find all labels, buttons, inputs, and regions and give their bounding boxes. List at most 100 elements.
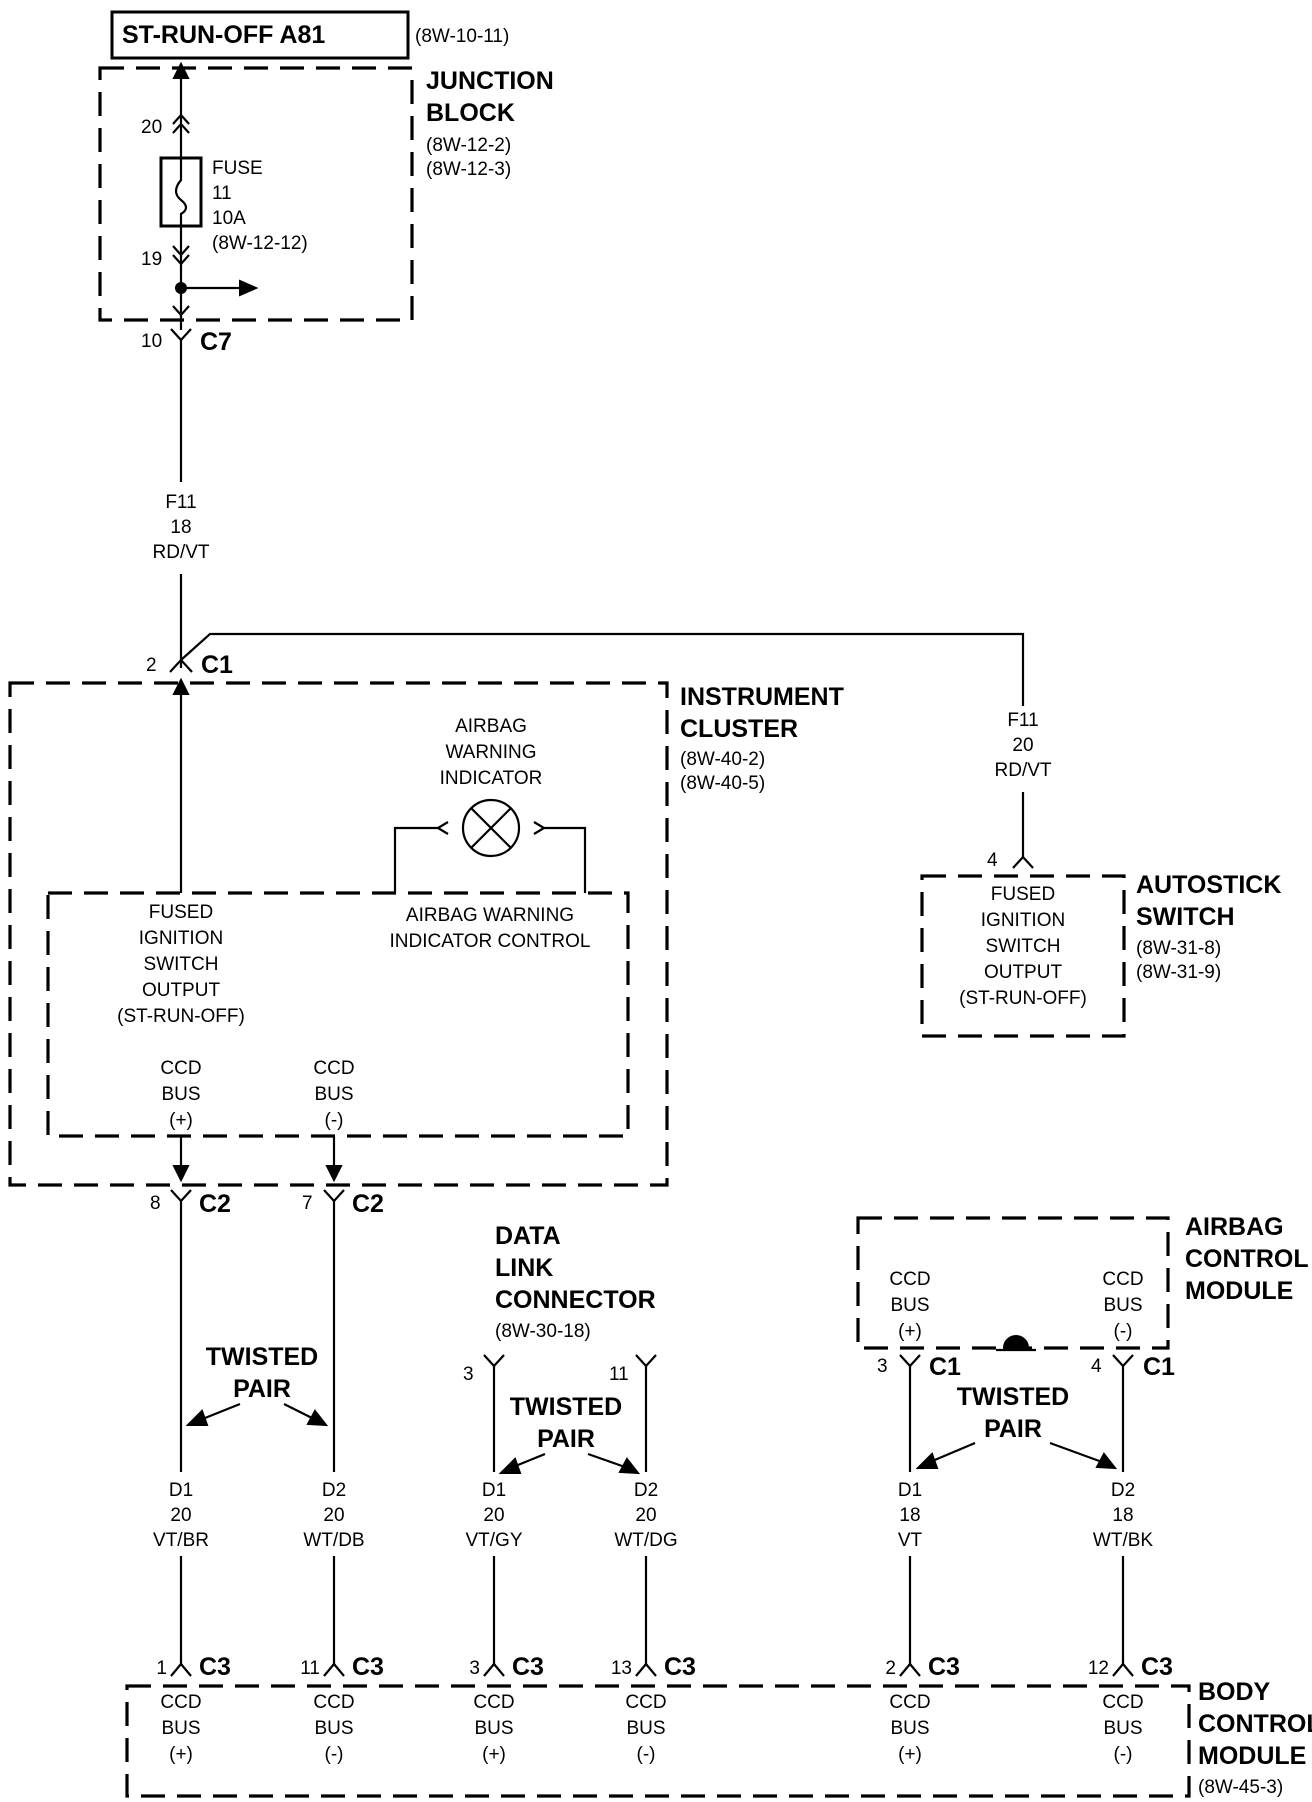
- bcm-ref: (8W-45-3): [1198, 1777, 1283, 1798]
- twisted-pair-1-right-line: [283, 1403, 315, 1420]
- bcm-ccd-3-2: (-): [637, 1744, 656, 1765]
- c3-pin-4: 2: [885, 1658, 896, 1679]
- airbag-ccd-plus-2: BUS: [890, 1295, 929, 1316]
- c3-pin-2: 3: [469, 1658, 480, 1679]
- c3-connector-1: [323, 1662, 345, 1677]
- fuse-line-3: 10A: [212, 208, 246, 229]
- title-box: [110, 10, 410, 60]
- dlc-name-1: DATA: [495, 1222, 561, 1250]
- c3-label-1: C3: [352, 1653, 384, 1681]
- wire-color-5: WT/BK: [1093, 1530, 1153, 1551]
- junction-block-box: [98, 66, 414, 322]
- wire-color-3: WT/DG: [614, 1530, 677, 1551]
- body-control-module-box: [125, 1684, 1191, 1798]
- wire-gauge-2: 20: [483, 1505, 504, 1526]
- cluster-fused-3: SWITCH: [144, 954, 219, 975]
- c3-label-5: C3: [1141, 1653, 1173, 1681]
- cluster-ccd-plus-1: CCD: [160, 1058, 201, 1079]
- bcm-ccd-1-0: CCD: [313, 1692, 354, 1713]
- wire-lamp-right: [544, 826, 587, 893]
- cluster-ccd-plus-2: BUS: [161, 1084, 200, 1105]
- cluster-inner-box: [46, 891, 630, 1138]
- airbag-pin-3-connector: [899, 1354, 921, 1368]
- wire-circuit-2: D1: [482, 1480, 506, 1501]
- bcm-ccd-2-1: BUS: [474, 1718, 513, 1739]
- twisted-pair-3-left-arrow: [915, 1452, 939, 1469]
- autostick-line-1: FUSED: [991, 884, 1055, 905]
- twisted-pair-3-right-line: [1049, 1441, 1103, 1464]
- bcm-ccd-2-2: (+): [482, 1744, 506, 1765]
- wire-gauge-4: 18: [899, 1505, 920, 1526]
- twisted-pair-1-left-arrow: [185, 1409, 209, 1426]
- c3-connector-4: [899, 1662, 921, 1677]
- bcm-ccd-5-2: (-): [1114, 1744, 1133, 1765]
- ccd-minus-arrow: [325, 1165, 343, 1183]
- c2-pin-7: 7: [302, 1193, 313, 1214]
- lamp-bulb-icon: [461, 798, 521, 858]
- wire-color-1: WT/DB: [303, 1530, 364, 1551]
- fuse-line-1: FUSE: [212, 158, 263, 179]
- cluster-fused-2: IGNITION: [139, 928, 223, 949]
- c2-pin-8-connector: [170, 1189, 192, 1203]
- dlc-pin-3: 3: [463, 1364, 474, 1385]
- autostick-name-2: SWITCH: [1136, 903, 1235, 931]
- bcm-ccd-0-0: CCD: [160, 1692, 201, 1713]
- bcm-ccd-1-2: (-): [325, 1744, 344, 1765]
- wire-lamp-left: [393, 826, 438, 893]
- cluster-fused-4: OUTPUT: [142, 980, 221, 1001]
- cluster-ccd-minus-2: BUS: [314, 1084, 353, 1105]
- c3-pin-5: 12: [1088, 1658, 1109, 1679]
- junction-out-chevron: [172, 305, 190, 317]
- cluster-fused-5: (ST-RUN-OFF): [117, 1006, 245, 1027]
- twisted-pair-2-left-arrow: [498, 1457, 522, 1474]
- wire-gauge-3: 20: [635, 1505, 656, 1526]
- lamp-label-1: AIRBAG: [455, 716, 527, 737]
- lamp-label-2: WARNING: [445, 742, 536, 763]
- c2-label-a: C2: [199, 1190, 231, 1218]
- c1-top-pin: 2: [146, 655, 157, 676]
- dlc-name-2: LINK: [495, 1254, 553, 1282]
- twisted-pair-3-left-line: [929, 1441, 976, 1464]
- c3-pin-1: 11: [300, 1658, 320, 1679]
- wire-color-0: VT/BR: [153, 1530, 209, 1551]
- branch-arrow: [239, 279, 259, 297]
- c3-pin-3: 13: [611, 1658, 632, 1679]
- wire-f11-branch-gauge: 20: [1012, 735, 1033, 756]
- wire-color-4: VT: [898, 1530, 923, 1551]
- c3-pin-0: 1: [156, 1658, 167, 1679]
- airbag-c1-label-a: C1: [929, 1353, 961, 1381]
- wire-gauge-1: 20: [323, 1505, 344, 1526]
- bcm-ccd-2-0: CCD: [473, 1692, 514, 1713]
- airbag-module-name-2: CONTROL: [1185, 1245, 1309, 1273]
- fuse-line-2: 11: [212, 183, 232, 204]
- wire-branch-autostick: [180, 632, 1025, 706]
- junction-block-name-1: JUNCTION: [426, 67, 554, 95]
- pin-20-chevron: [172, 113, 190, 134]
- autostick-ref-2: (8W-31-9): [1136, 962, 1221, 983]
- c3-connector-0: [170, 1662, 192, 1677]
- cluster-control-1: AIRBAG WARNING: [406, 905, 574, 926]
- bcm-name-3: MODULE: [1198, 1742, 1306, 1770]
- up-arrow: [172, 61, 190, 79]
- wire-circuit-1: D2: [322, 1480, 346, 1501]
- twisted-pair-2-line-2: PAIR: [537, 1425, 595, 1453]
- wire-f11-gauge: 18: [170, 517, 191, 538]
- c3-connector-5: [1112, 1662, 1134, 1677]
- wire-labels: D120VT/BRD220WT/DBD120VT/GYD220WT/DGD118…: [153, 1480, 1153, 1551]
- junction-block-ref-1: (8W-12-2): [426, 135, 511, 156]
- lamp-label-3: INDICATOR: [440, 768, 543, 789]
- wire-circuit-3: D2: [634, 1480, 658, 1501]
- wire-circuit-0: D1: [169, 1480, 193, 1501]
- bcm-ccd-5-0: CCD: [1102, 1692, 1143, 1713]
- c3-label-0: C3: [199, 1653, 231, 1681]
- c7-label: C7: [200, 328, 232, 356]
- twisted-pair-1-line-1: TWISTED: [206, 1343, 319, 1371]
- bcm-ccd-5-1: BUS: [1103, 1718, 1142, 1739]
- c1-top-label: C1: [201, 651, 233, 679]
- c3-connector-3: [635, 1662, 657, 1677]
- airbag-pin-4-connector: [1112, 1354, 1134, 1368]
- twisted-pair-1-line-2: PAIR: [233, 1375, 291, 1403]
- bcm-ccd-4-0: CCD: [889, 1692, 930, 1713]
- bcm-ccd-0-1: BUS: [161, 1718, 200, 1739]
